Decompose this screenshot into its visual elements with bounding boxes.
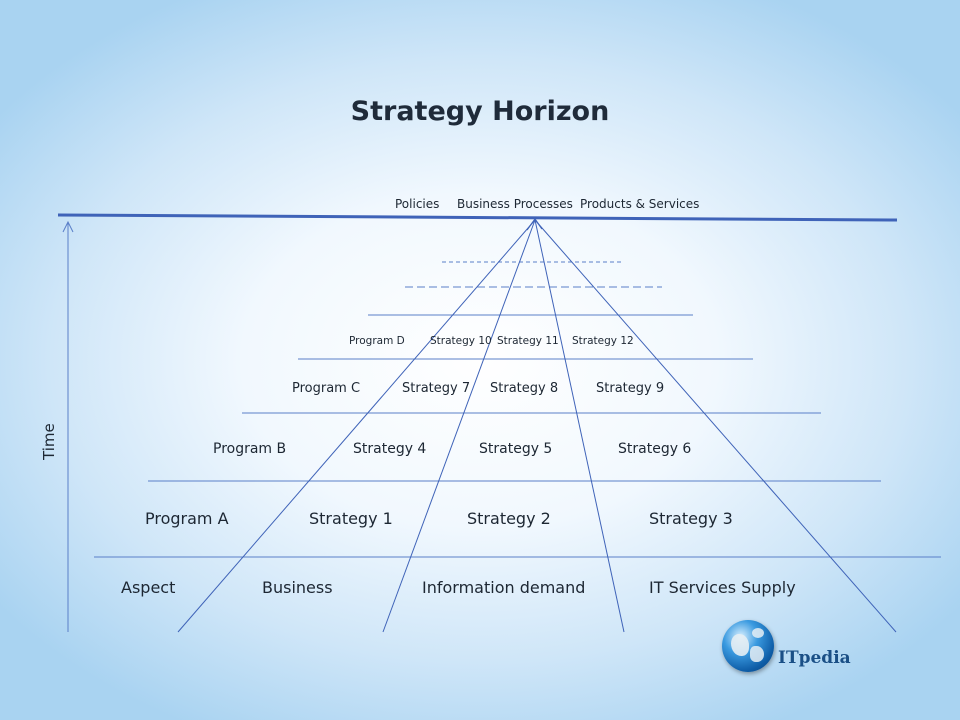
- strategy-8-label: Strategy 8: [490, 381, 559, 396]
- convergence-arrowhead: [526, 217, 543, 231]
- page-title: Strategy Horizon: [350, 96, 610, 127]
- horizon-label-business-processes: Business Processes: [457, 197, 573, 211]
- program-b-label: Program B: [213, 441, 287, 457]
- perspective-line-2: [382, 219, 536, 633]
- strategy-3-label: Strategy 3: [649, 509, 733, 528]
- horizon-label-products-services: Products & Services: [580, 197, 700, 211]
- strategy-7-label: Strategy 7: [402, 381, 471, 396]
- globe-icon: [722, 620, 774, 672]
- time-axis-label: Time: [40, 423, 58, 460]
- itpedia-logo: ITpedia: [722, 620, 872, 674]
- strategy-11-label: Strategy 11: [497, 335, 559, 347]
- horizon-line: [57, 213, 898, 222]
- perspective-line-4: [534, 219, 897, 633]
- strategy-9-label: Strategy 9: [596, 381, 665, 396]
- strategy-4-label: Strategy 4: [353, 441, 427, 457]
- program-a-label: Program A: [145, 509, 229, 528]
- business-label: Business: [262, 578, 333, 597]
- time-axis-arrowhead: [62, 220, 74, 233]
- strategy-10-label: Strategy 10: [430, 335, 492, 347]
- horizon-label-policies: Policies: [395, 197, 440, 211]
- perspective-line-3: [534, 219, 625, 633]
- program-c-label: Program C: [292, 381, 361, 396]
- information-demand-label: Information demand: [422, 578, 586, 597]
- strategy-5-label: Strategy 5: [479, 441, 553, 457]
- aspect-label: Aspect: [121, 578, 176, 597]
- logo-text: ITpedia: [778, 648, 851, 668]
- strategy-2-label: Strategy 2: [467, 509, 551, 528]
- it-services-supply-label: IT Services Supply: [649, 578, 796, 597]
- program-d-label: Program D: [349, 335, 405, 347]
- strategy-12-label: Strategy 12: [572, 335, 634, 347]
- perspective-line-1: [177, 219, 536, 633]
- strategy-6-label: Strategy 6: [618, 441, 692, 457]
- strategy-1-label: Strategy 1: [309, 509, 393, 528]
